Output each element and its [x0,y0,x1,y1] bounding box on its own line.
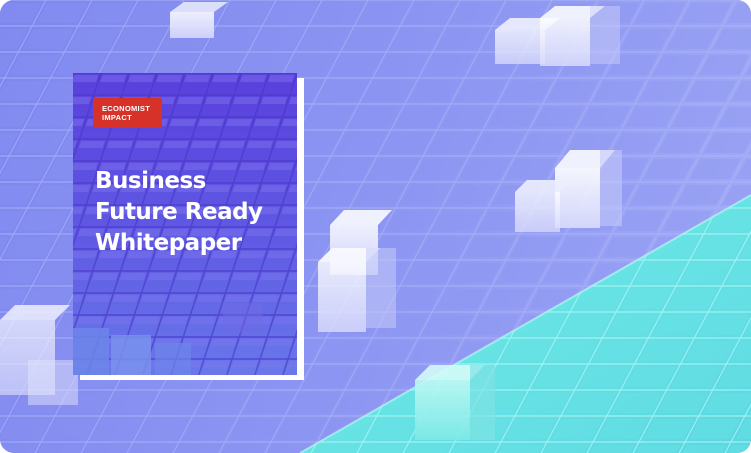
raised-blocks-middle [318,150,622,332]
raised-blocks-top [170,2,620,66]
whitepaper-cover[interactable]: ECONOMIST IMPACT Business Future Ready W… [73,73,297,375]
cover-title-line-3: Whitepaper [95,230,242,256]
brand-line-2: IMPACT [102,113,132,122]
brand-line-1: ECONOMIST [102,104,151,113]
cover-title-line-2: Future Ready [95,199,263,225]
cover-cube-art [73,73,297,375]
cover-title: Business Future Ready Whitepaper [95,166,295,259]
raised-blocks-left [0,305,78,405]
cover-title-line-1: Business [95,168,206,194]
raised-blocks-cyan [415,365,495,440]
economist-impact-logo: ECONOMIST IMPACT [93,98,162,128]
